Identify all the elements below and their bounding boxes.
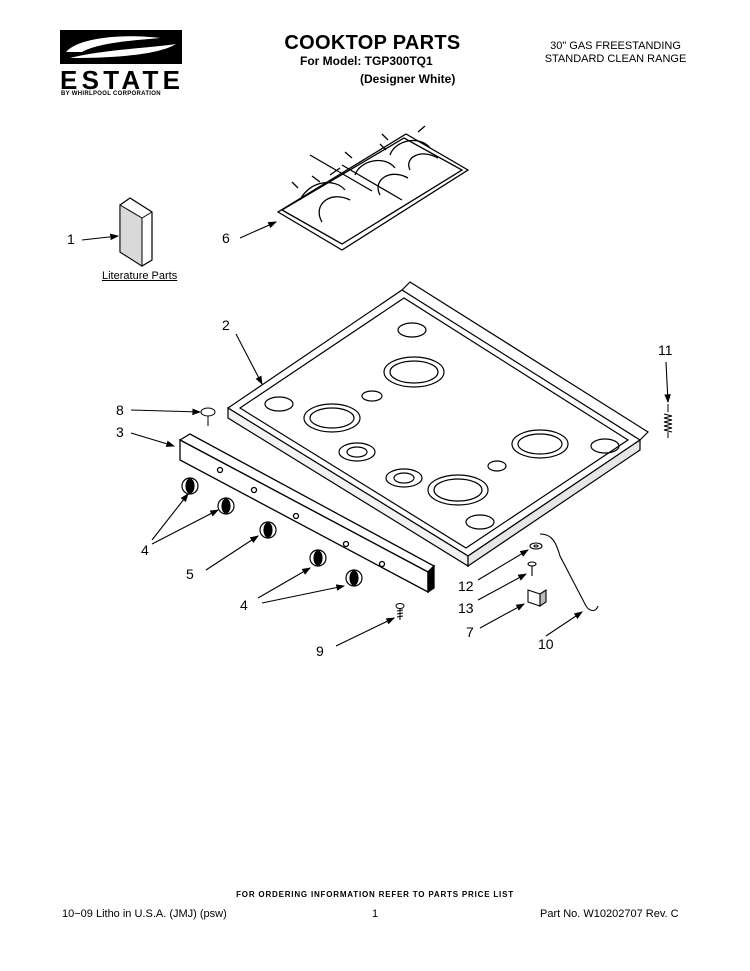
control-knobs [181,477,363,587]
page-number: 1 [372,908,379,920]
callout-11: 11 [658,342,673,358]
model-line: For Model: TGP300TQ1 [300,54,433,68]
page-title: COOKTOP PARTS [284,32,461,54]
estate-logo: ESTATE [60,30,182,95]
part-number: Part No. W10202707 Rev. C [540,908,679,920]
callout-2: 2 [222,317,230,333]
model-info: For Model: TGP300TQ1 (Designer White) [300,54,460,86]
literature-parts-label: Literature Parts [102,270,178,282]
range-type-line-2: STANDARD CLEAN RANGE [544,53,687,65]
litho-info: 10−09 Litho in U.S.A. (JMJ) (psw) [62,908,227,920]
callout-13: 13 [458,600,474,616]
callout-3: 3 [116,424,124,440]
control-panel [178,433,436,594]
range-type: 30" GAS FREESTANDING STANDARD CLEAN RANG… [528,40,703,66]
cooktop-panel [226,281,649,568]
burner-grates [276,125,470,251]
brand-subtitle: BY WHIRLPOOL CORPORATION [61,91,161,97]
ordering-note: FOR ORDERING INFORMATION REFER TO PARTS … [236,890,514,899]
leader-lines [81,221,671,647]
callout-5: 5 [186,566,194,582]
callout-10: 10 [538,636,554,652]
spring-part-11 [663,404,673,438]
callout-7: 7 [466,624,474,640]
range-type-line-1: 30" GAS FREESTANDING [550,40,681,52]
callout-8: 8 [116,402,124,418]
igniter-assembly [527,533,599,612]
screw-part-9 [395,603,405,620]
model-variant: (Designer White) [360,72,456,86]
screw-part-8 [200,407,216,426]
literature-booklet [119,197,153,267]
callout-4-lower: 4 [240,597,248,613]
callout-6: 6 [222,230,230,246]
callout-1: 1 [67,231,75,247]
callout-4-upper: 4 [141,542,149,558]
callout-12: 12 [458,578,474,594]
callout-9: 9 [316,643,324,659]
